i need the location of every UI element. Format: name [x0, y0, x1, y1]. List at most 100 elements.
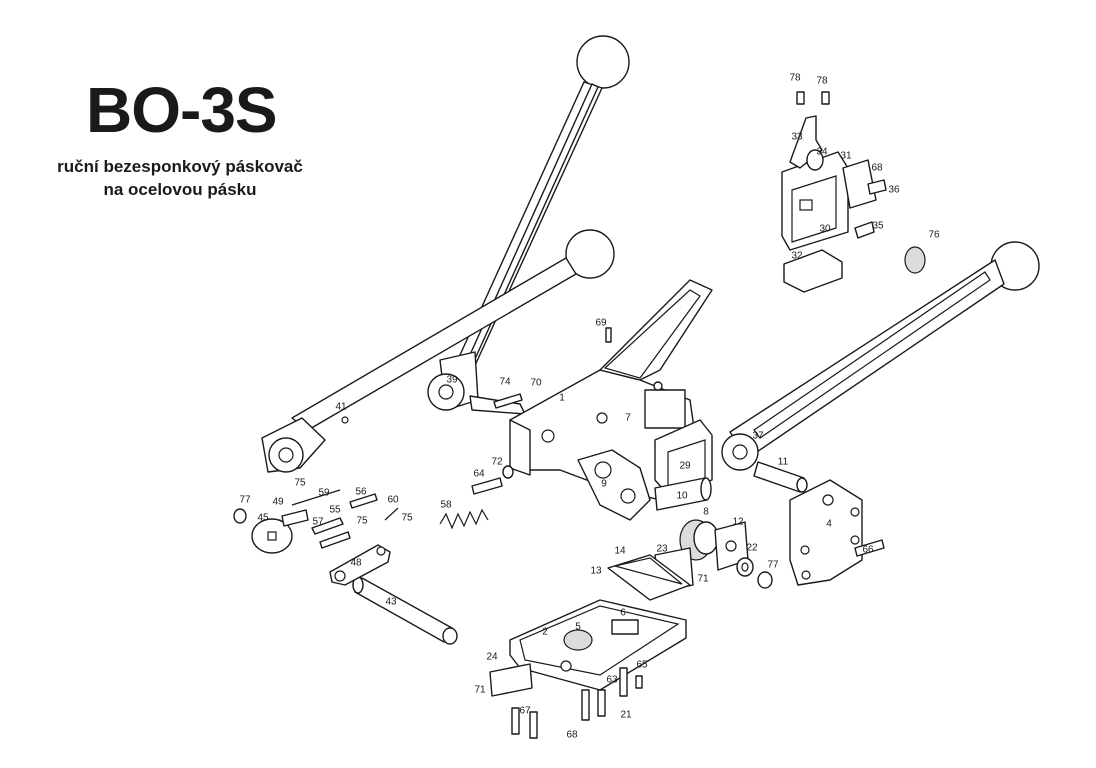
- subtitle: ruční bezesponkový páskovač na ocelovou …: [0, 155, 360, 201]
- part-13-14-guide: [607, 554, 691, 601]
- part-32-base: [783, 249, 843, 293]
- label-32: 32: [791, 251, 803, 262]
- label-68-lower: 68: [566, 730, 578, 741]
- label-23: 23: [656, 544, 668, 555]
- label-49: 49: [272, 497, 284, 508]
- part-37-right-lever: [721, 241, 1040, 471]
- part-45-knob: [251, 518, 293, 554]
- label-74: 74: [499, 377, 511, 388]
- label-64: 64: [473, 469, 485, 480]
- label-5: 5: [575, 622, 581, 633]
- label-77-left: 77: [239, 495, 251, 506]
- part-39-upper-handle: [427, 35, 630, 415]
- label-21: 21: [620, 710, 632, 721]
- label-11: 11: [778, 457, 789, 468]
- label-33: 33: [791, 132, 803, 143]
- label-41: 41: [335, 402, 347, 413]
- label-9: 9: [601, 479, 607, 490]
- label-78-b: 78: [816, 76, 828, 87]
- label-12: 12: [732, 517, 744, 528]
- part-76-roller: [904, 246, 926, 274]
- label-69: 69: [595, 318, 607, 329]
- part-12-plate: [714, 521, 749, 571]
- label-75-c: 75: [401, 513, 413, 524]
- label-43: 43: [385, 597, 397, 608]
- label-75-b: 75: [356, 516, 368, 527]
- subtitle-line-2: na ocelovou pásku: [103, 180, 257, 199]
- part-9-cam: [577, 449, 651, 521]
- page-title: BO-3S: [86, 74, 278, 146]
- screws: [511, 667, 643, 739]
- label-8: 8: [703, 507, 709, 518]
- part-31-block: [842, 159, 877, 209]
- label-68-upper: 68: [871, 163, 883, 174]
- label-56: 56: [355, 487, 367, 498]
- part-78-screws: [796, 91, 830, 105]
- part-35-pin: [854, 221, 875, 239]
- label-30: 30: [819, 224, 831, 235]
- part-22-washer: [736, 557, 754, 577]
- part-2-base-plate: [509, 599, 687, 691]
- label-63: 63: [606, 675, 618, 686]
- label-37: 37: [752, 431, 764, 442]
- label-31: 31: [840, 151, 852, 162]
- label-6: 6: [620, 608, 626, 619]
- label-71-left: 71: [474, 685, 486, 696]
- label-7: 7: [625, 413, 631, 424]
- label-35: 35: [872, 221, 884, 232]
- part-48-link-plate: [329, 544, 391, 586]
- part-41-left-lever: [261, 229, 615, 473]
- part-72-washer: [502, 465, 514, 479]
- label-58: 58: [440, 500, 452, 511]
- part-69-pin: [605, 327, 612, 343]
- label-36: 36: [888, 185, 900, 196]
- part-77-washer-left: [233, 508, 247, 524]
- small-pins: [311, 493, 378, 549]
- label-78-a: 78: [789, 73, 801, 84]
- label-14: 14: [614, 546, 626, 557]
- part-77-washer-right: [757, 571, 773, 589]
- subtitle-line-1: ruční bezesponkový páskovač: [57, 157, 303, 176]
- label-67: 67: [519, 706, 531, 717]
- part-labels: 1 2 4 5 6 7 8 9 10 11 12 13 14 21 22 23 …: [239, 73, 940, 741]
- label-34: 34: [816, 147, 828, 158]
- label-71-right: 71: [697, 574, 709, 585]
- label-65: 65: [636, 660, 648, 671]
- label-2: 2: [542, 627, 548, 638]
- label-66: 66: [862, 545, 874, 556]
- label-29: 29: [679, 461, 691, 472]
- label-75-a: 75: [294, 478, 306, 489]
- label-45: 45: [257, 513, 269, 524]
- label-57: 57: [312, 517, 324, 528]
- label-76: 76: [928, 230, 940, 241]
- part-66-screw: [854, 539, 885, 557]
- part-24-bracket: [489, 663, 533, 697]
- label-59: 59: [318, 488, 330, 499]
- part-10-shaft: [654, 477, 712, 511]
- part-58-spring: [439, 508, 489, 530]
- part-74-slot: [493, 393, 523, 409]
- part-36-pin: [867, 179, 887, 195]
- label-13: 13: [590, 566, 602, 577]
- label-39: 39: [446, 375, 458, 386]
- small-links: [281, 489, 399, 527]
- label-60: 60: [387, 495, 399, 506]
- label-10: 10: [676, 491, 688, 502]
- label-72: 72: [491, 457, 503, 468]
- label-4: 4: [826, 519, 832, 530]
- part-30-housing: [781, 151, 849, 251]
- part-64-screw: [471, 477, 503, 495]
- label-55: 55: [329, 505, 341, 516]
- label-1: 1: [559, 393, 565, 404]
- part-34-pin: [806, 149, 824, 171]
- part-11-pin: [753, 461, 808, 493]
- part-43-shaft: [352, 576, 458, 645]
- label-70: 70: [530, 378, 542, 389]
- label-22: 22: [746, 543, 758, 554]
- label-77-right: 77: [767, 560, 779, 571]
- part-1-main-body: [509, 279, 713, 501]
- label-48: 48: [350, 558, 362, 569]
- part-4-side-plate: [789, 479, 863, 586]
- label-24: 24: [486, 652, 498, 663]
